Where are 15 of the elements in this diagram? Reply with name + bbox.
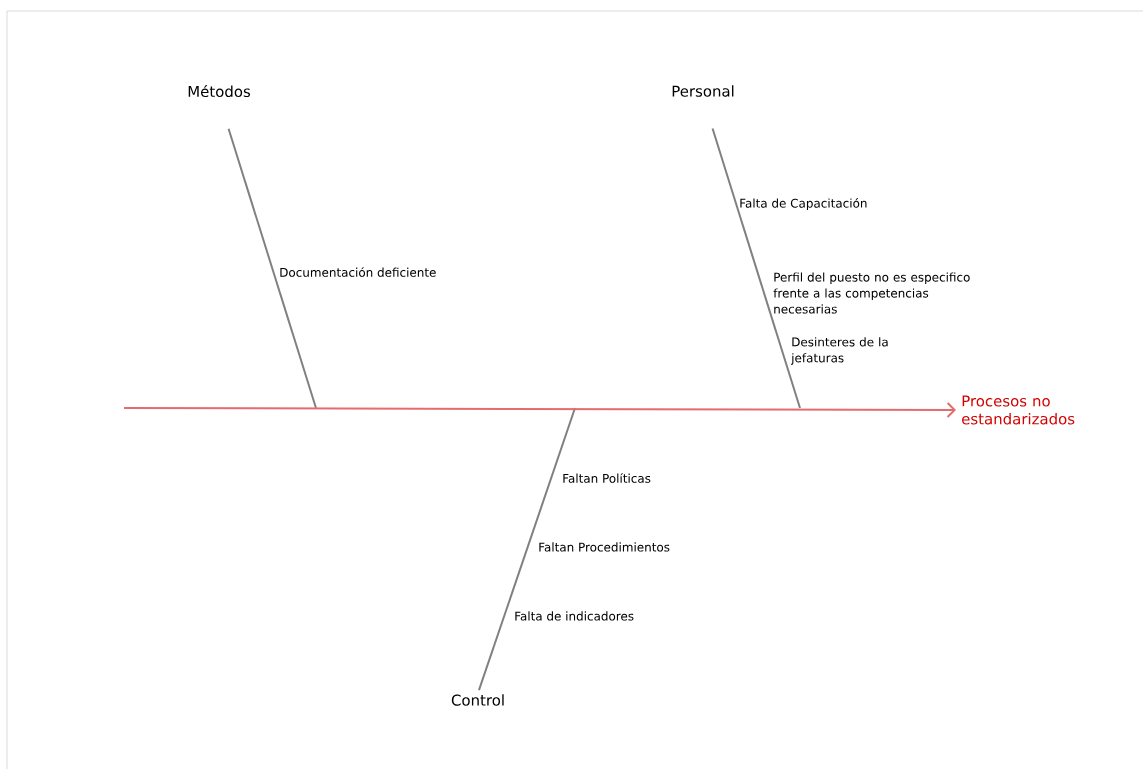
category-label: Control bbox=[451, 694, 504, 706]
effect-label: Procesos no estandarizados bbox=[962, 395, 1075, 425]
category-label: Métodos bbox=[188, 84, 251, 98]
bone-line bbox=[711, 127, 801, 409]
cause-label: Perfil del puesto no es especifico frente a las competencias necesarias bbox=[773, 272, 970, 314]
cause-label: Desinteres de la jefaturas bbox=[791, 337, 888, 365]
cause-label: Faltan Procedimientos bbox=[539, 542, 670, 552]
cause-label: Falta de Capacitación bbox=[740, 197, 867, 210]
cause-label: Falta de indicadores bbox=[515, 611, 634, 621]
category-label: Personal bbox=[672, 85, 734, 97]
arrow bbox=[123, 401, 956, 418]
bone-line bbox=[227, 127, 317, 409]
cause-label: Faltan Políticas bbox=[563, 473, 651, 483]
bone-line bbox=[477, 407, 576, 692]
cause-label: Documentación deficiente bbox=[280, 267, 436, 277]
